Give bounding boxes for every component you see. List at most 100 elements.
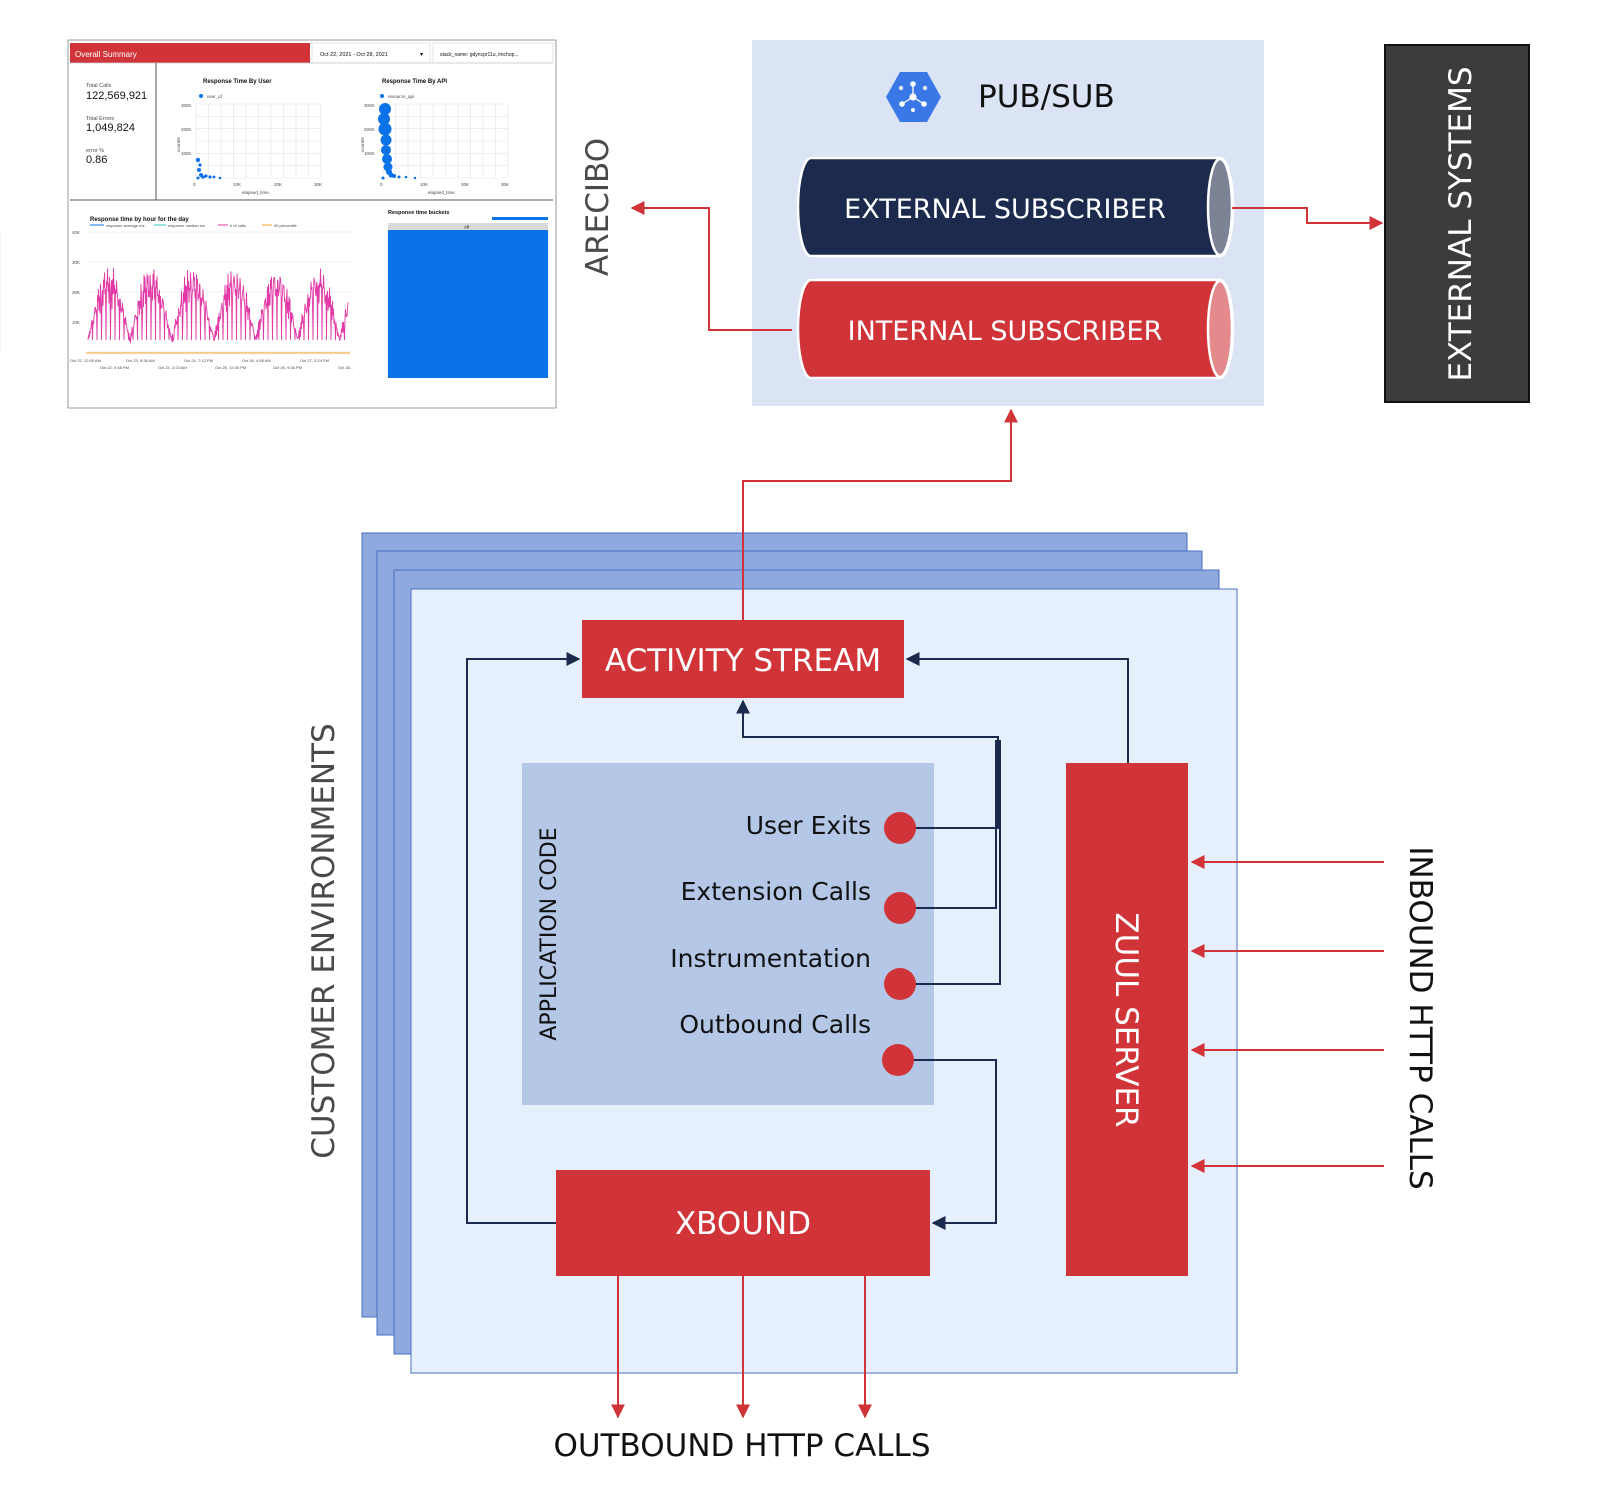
zuul-server-label: ZUUL SERVER: [1108, 912, 1144, 1127]
chart3-ytick: 20K: [72, 290, 80, 295]
connector-activity-to-pubsub: [742, 408, 1018, 620]
dashboard-title: Overall Summary: [75, 50, 137, 59]
chart1-title: Response Time By User: [203, 79, 272, 85]
chart1-xlabel: elapsed_time: [242, 190, 269, 195]
chart4-header: All: [464, 225, 469, 230]
inbound-http-calls-label: INBOUND HTTP CALLS: [1402, 846, 1438, 1189]
customer-environments-label: CUSTOMER ENVIRONMENTS: [306, 723, 342, 1158]
chart1-point: [197, 168, 201, 172]
chart2-point: [397, 175, 401, 179]
chart1-point: [212, 175, 216, 179]
chart1-legend: user_id: [207, 94, 222, 99]
connector-instrumentation: [900, 740, 1001, 985]
chart2-xlabel: elapsed_time: [428, 190, 455, 195]
chart3-ytick: 30K: [72, 260, 80, 265]
chart2-point: [392, 174, 396, 178]
chart2-title: Response Time By API: [382, 79, 447, 85]
chart2-point: [378, 113, 390, 125]
chart3-title: Response time by hour for the day: [90, 217, 189, 223]
connector-outbound-calls: [898, 1059, 997, 1230]
chart1-points: [195, 157, 222, 180]
external-systems-box: EXTERNAL SYSTEMS: [1384, 44, 1530, 403]
chart3-xtick: Oct 26, 9:36 PM: [273, 365, 302, 370]
chevron-down-icon[interactable]: ▾: [420, 51, 423, 58]
chart2-ytick: 200K: [364, 127, 375, 132]
arecibo-label: ARECIBO: [580, 138, 616, 276]
chart1-point: [196, 176, 200, 180]
chart-response-time-by-user: Response Time By User user_id 300K 200K …: [176, 79, 322, 195]
chart4-bucket-fill: [388, 230, 548, 378]
chart2-legend: resource_api: [388, 94, 414, 99]
chart1-point: [198, 163, 202, 167]
chart1-gridlines: [195, 103, 322, 179]
chart2-point: [378, 122, 392, 136]
chart3-xtick: Oct 25, 12:00 PM: [215, 365, 246, 370]
chart3-ytick: 40K: [72, 230, 80, 235]
chart-response-time-by-hour: Response time by hour for the day respon…: [0, 217, 354, 370]
chart2-xtick: 20K: [461, 182, 469, 187]
chart1-xtick: 10K: [233, 182, 241, 187]
chart2-ytick: 100K: [364, 151, 375, 156]
chart3-gridlines: [0, 231, 354, 353]
stat-value-error-pct: 0.86: [86, 154, 107, 166]
stat-label-error-pct: error %: [86, 148, 104, 154]
pubsub-icon: [886, 72, 941, 122]
chart3-legend: # of calls: [230, 223, 246, 228]
application-code-box: APPLICATION CODE User Exits Extension Ca…: [522, 763, 934, 1105]
user-exits-label: User Exits: [746, 811, 871, 840]
chart3-xtick: Oct 26, 4:48 AM: [242, 358, 271, 363]
user-exits-dot: [884, 812, 916, 844]
external-subscriber-label: EXTERNAL SUBSCRIBER: [844, 194, 1166, 225]
chart2-point: [413, 176, 417, 180]
chart1-ytick: 100K: [181, 151, 192, 156]
chart2-point: [404, 175, 408, 179]
chart1-ylabel: counter: [176, 136, 181, 152]
chart3-calls-line: [87, 267, 349, 344]
dashboard-filter[interactable]: stack_name: gdyncpr11u, imchop...: [440, 52, 519, 58]
chart3-legend: response average ms: [106, 223, 144, 228]
chart1-ytick: 200K: [181, 127, 192, 132]
dashboard-thumbnail: Overall Summary Oct 22, 2021 - Oct 28, 2…: [0, 39, 557, 409]
outbound-calls-label: Outbound Calls: [679, 1010, 871, 1039]
internal-connectors: [466, 652, 1129, 1230]
chart2-xtick: 10K: [420, 182, 428, 187]
chart2-points: [378, 103, 417, 180]
external-subscriber-cylinder: EXTERNAL SUBSCRIBER: [796, 156, 1235, 258]
application-code-label: APPLICATION CODE: [537, 827, 562, 1040]
chart3-legend: 90 percentile: [274, 223, 298, 228]
extension-calls-label: Extension Calls: [681, 877, 871, 906]
connector-zuul-to-activity: [905, 652, 1129, 763]
pubsub-title: PUB/SUB: [978, 79, 1115, 115]
connector-extension-calls: [900, 740, 997, 909]
connector-external-to-systems: [1232, 207, 1384, 230]
chart-response-time-buckets: Response time buckets All: [388, 210, 548, 378]
dashboard-date-range[interactable]: Oct 22, 2021 - Oct 28, 2021: [320, 52, 388, 58]
chart3-legend: response median ms: [168, 223, 205, 228]
internal-subscriber-label: INTERNAL SUBSCRIBER: [848, 316, 1163, 347]
chart3-xtick: Oct 24, 7:12 PM: [184, 358, 213, 363]
chart3-xtick: Oct 24, 2:24 AM: [158, 365, 187, 370]
chart2-xtick: 0: [380, 182, 383, 187]
chart1-point: [218, 176, 222, 180]
chart3-xtick: Oct 27, 2:24 PM: [300, 358, 329, 363]
chart2-point: [381, 145, 391, 155]
instrumentation-label: Instrumentation: [670, 944, 871, 973]
chart3-xtick: Oct 23, 9:36 AM: [126, 358, 155, 363]
external-connectors: [611, 201, 1384, 1419]
connector-internal-to-arecibo: [630, 201, 792, 331]
xbound-box: XBOUND: [556, 1170, 930, 1276]
chart2-point: [379, 103, 391, 115]
stat-label-total-calls: Total Calls: [86, 83, 112, 89]
instrumentation-dot: [884, 968, 916, 1000]
chart1-xtick: 20K: [274, 182, 282, 187]
chart2-point: [383, 162, 393, 172]
chart2-legend-dot: [380, 94, 384, 98]
extension-calls-dot: [884, 892, 916, 924]
chart1-xtick: 30K: [314, 182, 322, 187]
outbound-http-calls-label: OUTBOUND HTTP CALLS: [553, 1428, 930, 1464]
chart1-xtick: 0: [193, 182, 196, 187]
internal-subscriber-cylinder: INTERNAL SUBSCRIBER: [796, 278, 1235, 380]
xbound-label: XBOUND: [675, 1206, 811, 1242]
connector-xbound-to-activity: [466, 652, 581, 1224]
